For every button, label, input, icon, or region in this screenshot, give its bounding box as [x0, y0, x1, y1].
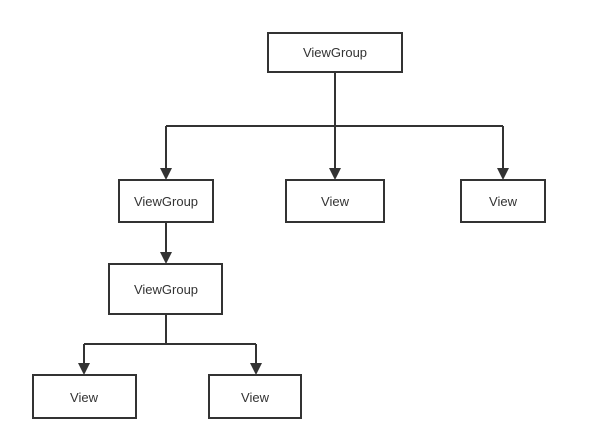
node-label: ViewGroup	[134, 282, 198, 297]
node-label: ViewGroup	[303, 45, 367, 60]
node-grandchild-viewgroup: ViewGroup	[108, 263, 223, 315]
arrow-to-leaf-view-2	[250, 363, 262, 375]
arrow-to-child-view-2	[497, 168, 509, 180]
arrow-to-child-viewgroup	[160, 168, 172, 180]
arrow-to-child-view-1	[329, 168, 341, 180]
arrow-to-grandchild-viewgroup	[160, 252, 172, 264]
node-child-view-2: View	[460, 179, 546, 223]
node-child-view-1: View	[285, 179, 385, 223]
node-label: View	[70, 390, 99, 405]
arrow-to-leaf-view-1	[78, 363, 90, 375]
node-label: View	[241, 390, 270, 405]
node-child-viewgroup: ViewGroup	[118, 179, 214, 223]
node-label: ViewGroup	[134, 194, 198, 209]
node-leaf-view-1: View	[32, 374, 137, 419]
node-leaf-view-2: View	[208, 374, 302, 419]
edges	[78, 72, 509, 375]
node-label: View	[321, 194, 350, 209]
node-label: View	[489, 194, 518, 209]
node-root-viewgroup: ViewGroup	[267, 32, 403, 73]
